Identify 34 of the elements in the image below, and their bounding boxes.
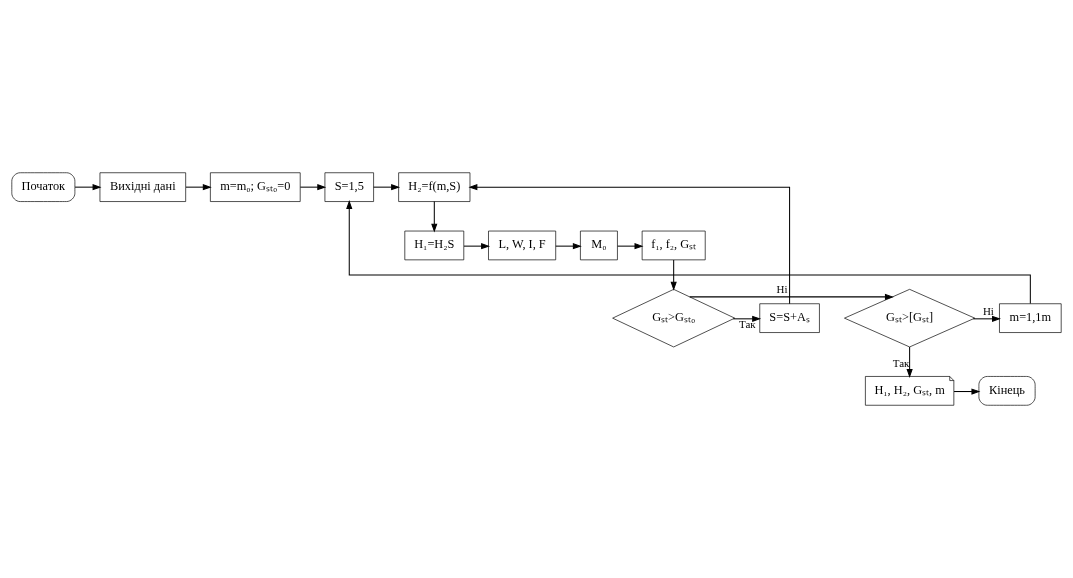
edge-label: Ні [776,283,788,296]
arrow [185,184,212,191]
arrow [431,201,438,233]
node-box: f₁, f₂, Gₛₜ [641,230,706,261]
edge-label: Ні [982,305,994,318]
arrow [463,243,491,250]
arrow [299,184,327,191]
arrow [373,184,401,191]
arrow [74,184,102,191]
node-box: S=1,5 [324,172,374,202]
arrow [555,243,582,250]
edge-label: Так [892,357,910,370]
node-box: m=m₀; Gₛₜ₀=0 [210,172,301,202]
arrow [617,243,644,250]
arrow [732,315,762,322]
arrow [689,293,894,300]
node-diamond: Gₛₜ>Gₛₜ₀ [612,289,736,348]
node-box: L, W, I, F [488,230,557,261]
arrow [972,315,1001,322]
node-diamond: Gₛₜ>[Gₛₜ] [844,289,976,348]
arrow [346,200,1031,305]
node-box: Кінець [978,376,1036,406]
arrow [906,346,913,378]
node-box: H₁=H₂S [404,230,465,261]
arrow [670,259,677,291]
node-box: H₂=f(m,S) [398,172,471,202]
arrow [953,388,981,395]
node-box: Початок [11,172,76,202]
node-box: M₀ [580,230,618,261]
node-box: Вихідні дані [99,172,186,202]
node-box: S=S+Aₛ [759,303,820,333]
edge-label: Так [738,317,756,330]
node-box: m=1,1m [999,303,1062,333]
arrow [468,184,791,305]
